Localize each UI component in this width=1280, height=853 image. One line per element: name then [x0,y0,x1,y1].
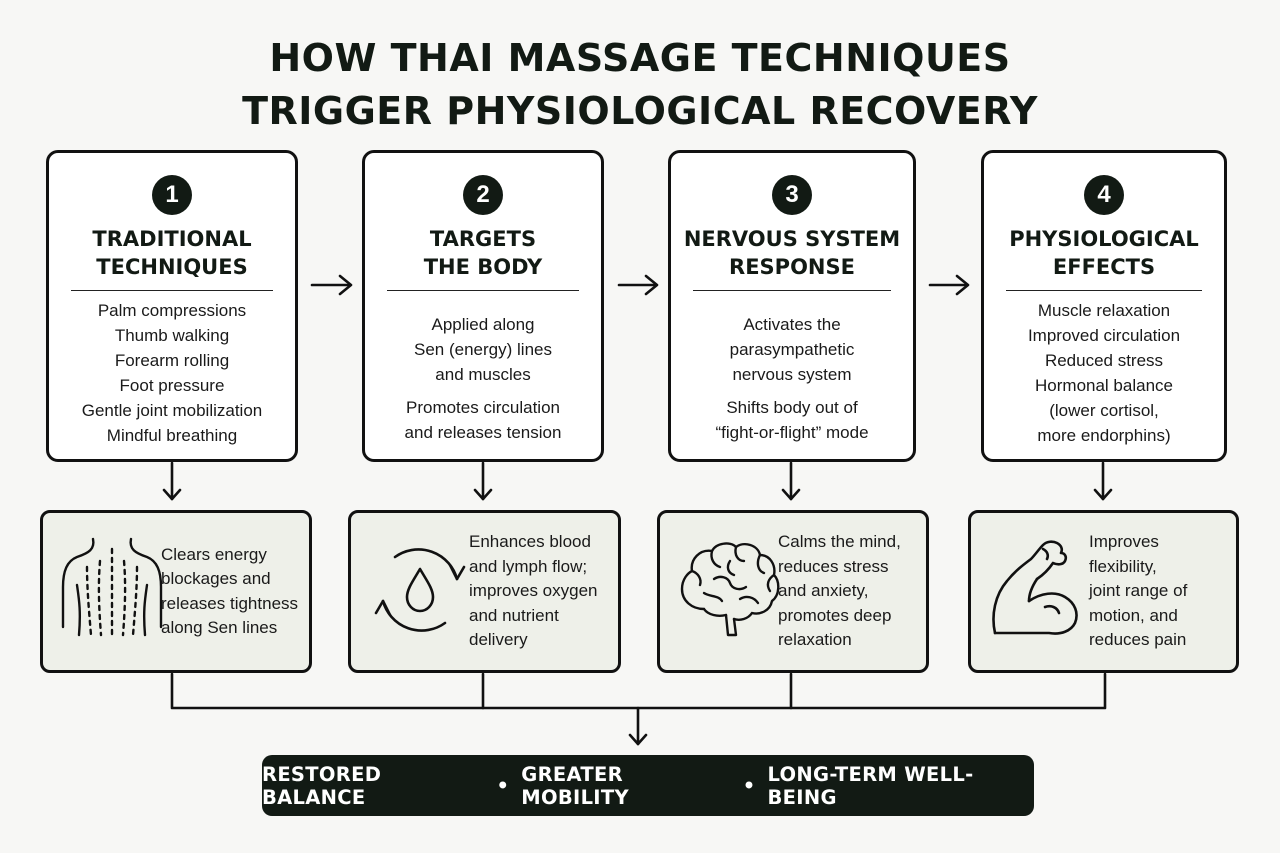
step-title: TRADITIONAL TECHNIQUES [92,227,252,279]
result-card-4: Improves flexibility, joint range of mot… [968,510,1239,673]
outcome-item: GREATER MOBILITY [521,762,629,809]
divider [387,290,579,291]
outcome-banner: RESTORED BALANCE • GREATER MOBILITY • LO… [262,755,1034,816]
result-card-3: Calms the mind, reduces stress and anxie… [657,510,929,673]
title-line-1: HOW THAI MASSAGE TECHNIQUES [269,36,1011,80]
bullet-separator: • [496,774,510,797]
step-title: NERVOUS SYSTEM RESPONSE [683,227,901,279]
back-with-sen-lines-icon [61,537,163,637]
arrow-right-icon [310,274,353,296]
step-number-badge: 3 [772,175,812,215]
result-text: Calms the mind, reduces stress and anxie… [778,532,901,650]
step-description: Palm compressions Thumb walking Forearm … [81,301,263,445]
step-number-badge: 1 [152,175,192,215]
arrow-right-icon [617,274,659,296]
result-text: Clears energy blockages and releases tig… [161,544,299,638]
page-title: HOW THAI MASSAGE TECHNIQUES TRIGGER PHYS… [0,32,1280,138]
divider [71,290,273,291]
arrow-down-icon [781,461,801,501]
step-description: Applied along Sen (energy) lines and mus… [404,315,562,442]
arrow-down-icon [162,461,182,501]
divider [693,290,891,291]
result-card-2: Enhances blood and lymph flow; improves … [348,510,621,673]
step-number-badge: 2 [463,175,503,215]
divider [1006,290,1202,291]
arrow-down-icon [473,461,493,501]
step-card-2: 2 TARGETS THE BODY Applied along Sen (en… [362,150,604,462]
flexed-arm-icon [992,540,1078,635]
step-description: Activates the parasympathetic nervous sy… [715,315,869,442]
result-text: Improves flexibility, joint range of mot… [1089,532,1188,650]
result-text: Enhances blood and lymph flow; improves … [469,532,598,650]
bullet-separator: • [742,774,756,797]
step-title: TARGETS THE BODY [423,227,543,279]
step-description: Muscle relaxation Improved circulation R… [1027,301,1181,445]
arrow-down-icon [1093,461,1113,501]
title-line-2: TRIGGER PHYSIOLOGICAL RECOVERY [242,89,1038,133]
arrow-down-icon [628,706,648,746]
arrow-right-icon [928,274,970,296]
step-title: PHYSIOLOGICAL EFFECTS [1009,227,1199,279]
step-card-1: 1 TRADITIONAL TECHNIQUES Palm compressio… [46,150,298,462]
outcome-item: RESTORED BALANCE [262,762,382,809]
step-card-4: 4 PHYSIOLOGICAL EFFECTS Muscle relaxatio… [981,150,1227,462]
circulation-drop-icon [374,548,466,632]
step-card-3: 3 NERVOUS SYSTEM RESPONSE Activates the … [668,150,916,462]
result-card-1: Clears energy blockages and releases tig… [40,510,312,673]
merge-bracket [170,672,1107,710]
brain-icon [680,542,780,637]
outcome-item: LONG-TERM WELL-BEING [767,762,974,809]
step-number-badge: 4 [1084,175,1124,215]
